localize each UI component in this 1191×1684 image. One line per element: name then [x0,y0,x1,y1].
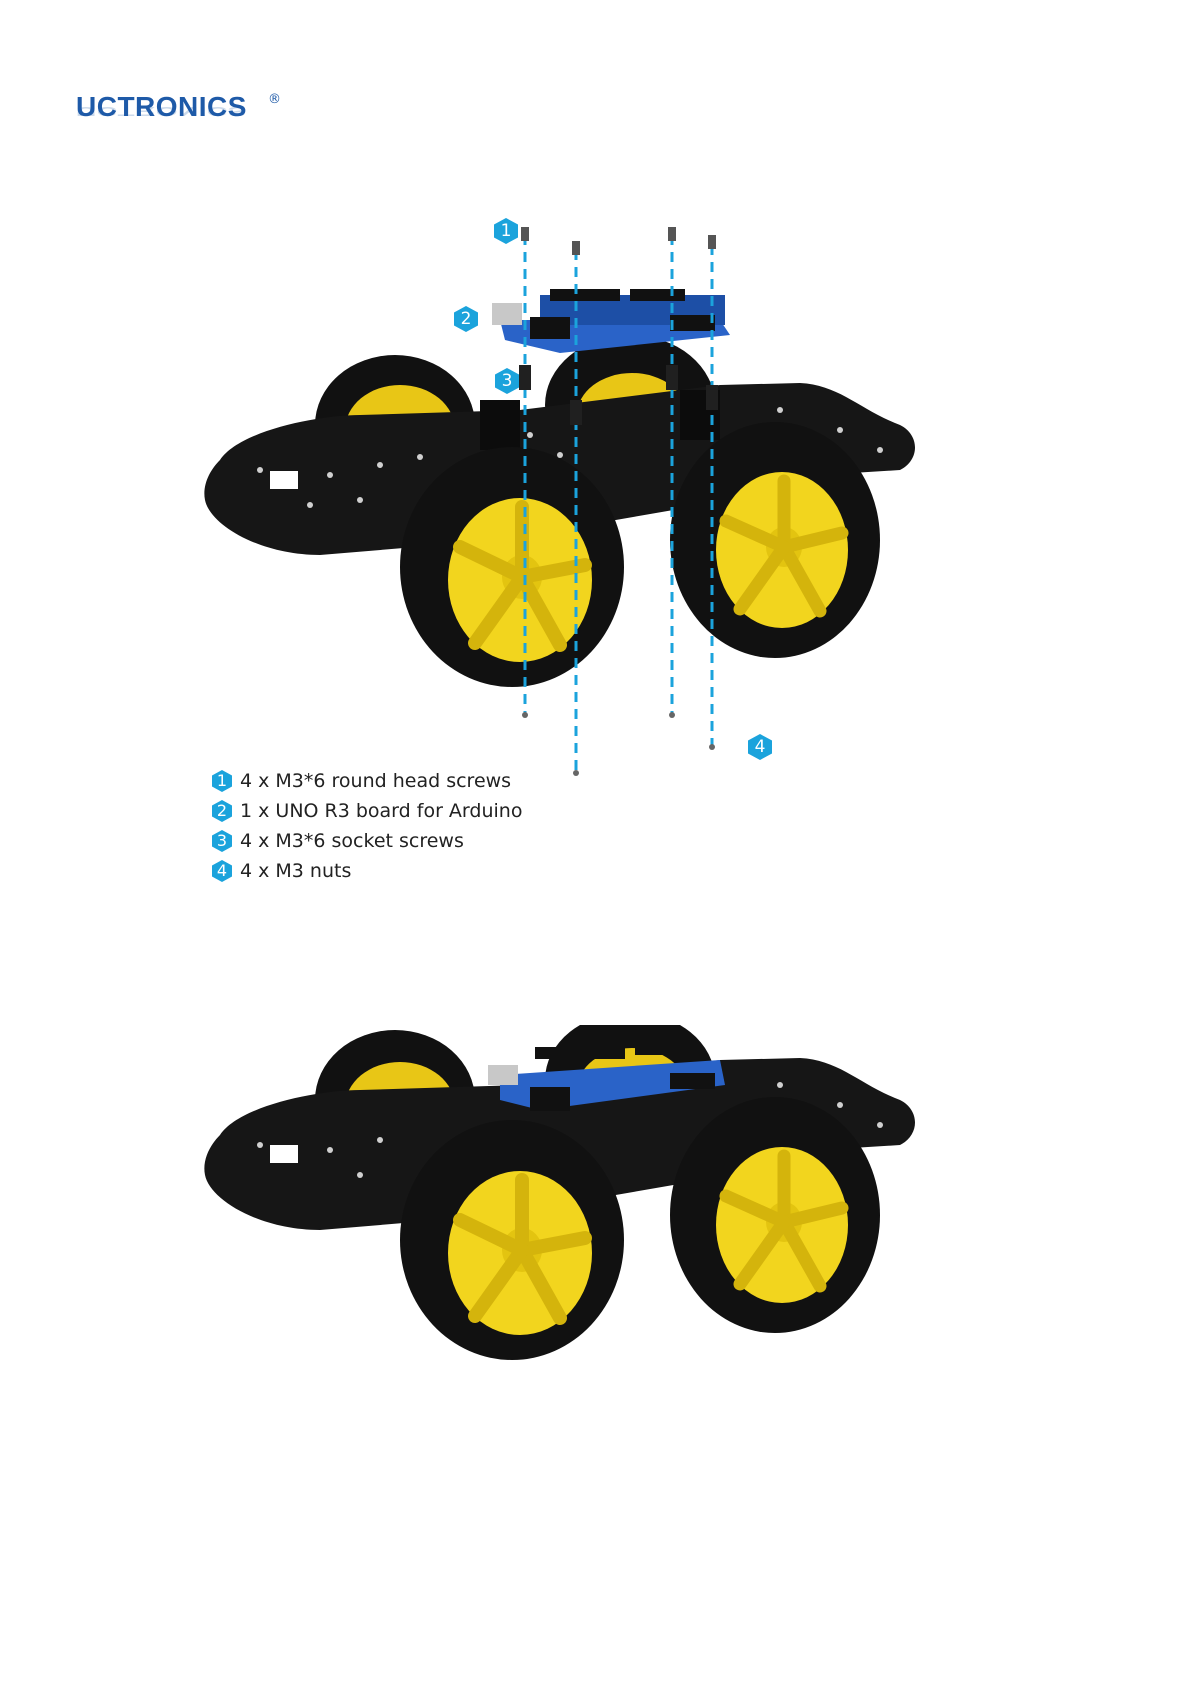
assembled-car-figure [200,1025,1000,1415]
front-right-wheel [670,1097,880,1333]
legend-item: 4 4 x M3 nuts [210,856,522,886]
callout-1: 1 [492,217,520,245]
front-left-wheel [400,447,624,687]
hexagon-number-icon: 3 [210,829,234,853]
callout-3: 3 [493,367,521,395]
legend-text: 1 x UNO R3 board for Arduino [240,800,522,822]
hexagon-number-icon: 2 [210,799,234,823]
uno-r3-board [492,289,730,353]
registered-mark: ® [268,92,281,107]
exploded-assembly-illustration [200,225,1000,845]
parts-legend: 1 4 x M3*6 round head screws 2 1 x UNO R… [210,766,522,886]
hexagon-number-icon: 4 [210,859,234,883]
legend-text: 4 x M3*6 socket screws [240,830,464,852]
assembled-car-illustration [200,1025,1000,1415]
hexagon-number-icon: 1 [210,769,234,793]
chassis-slot [270,471,298,489]
legend-text: 4 x M3*6 round head screws [240,770,511,792]
callout-2: 2 [452,305,480,333]
front-left-wheel [400,1120,624,1360]
legend-item: 1 4 x M3*6 round head screws [210,766,522,796]
legend-text: 4 x M3 nuts [240,860,351,882]
chassis-slot [270,1145,298,1163]
brand-logo: UCTRONICS UCTRONICS [76,92,286,136]
front-right-wheel [670,422,880,658]
legend-item: 2 1 x UNO R3 board for Arduino [210,796,522,826]
legend-item: 3 4 x M3*6 socket screws [210,826,522,856]
exploded-assembly-figure: 1 2 3 4 [200,225,1000,845]
callout-4: 4 [746,733,774,761]
logo-reflection: UCTRONICS [76,105,247,119]
